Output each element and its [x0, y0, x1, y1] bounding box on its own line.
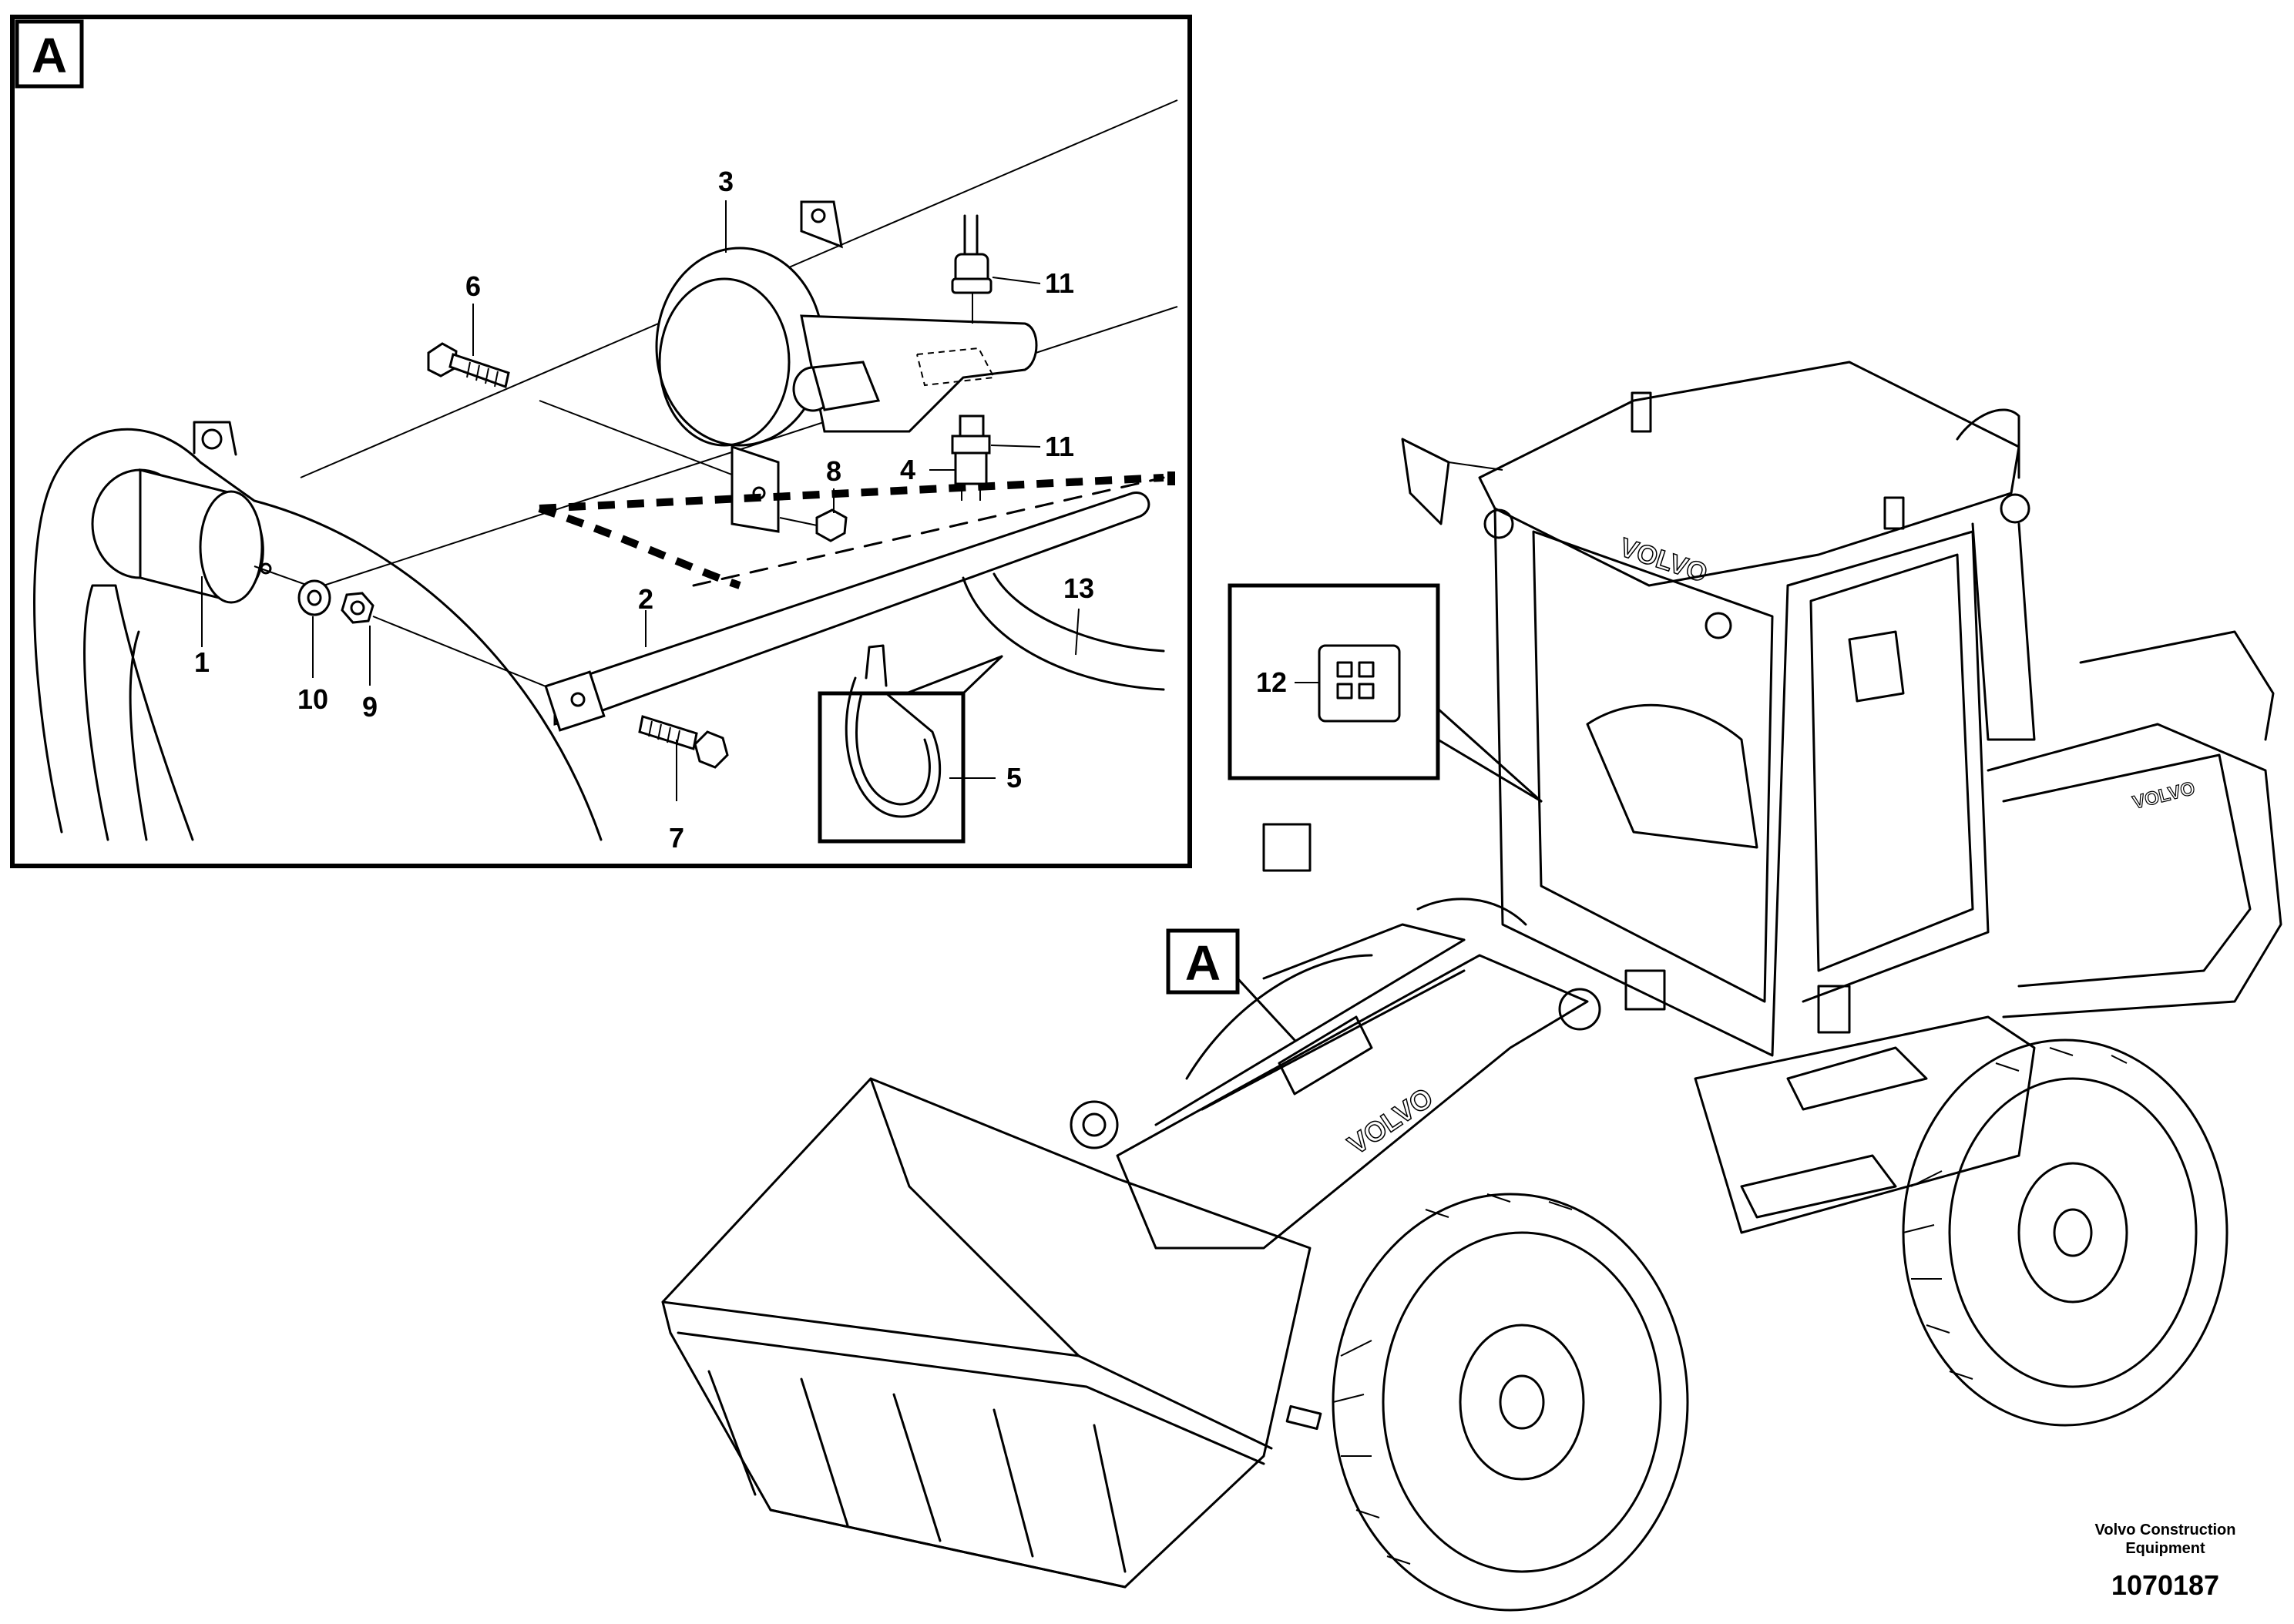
drawing-number: 1070187 — [2111, 1569, 2219, 1601]
footer: Volvo Construction Equipment 1070187 — [2095, 1522, 2236, 1601]
callout-3: 3 — [718, 166, 734, 197]
part-12-connector-detail: 12 — [1228, 583, 1543, 803]
company-line-2: Equipment — [2125, 1540, 2205, 1557]
cab-brand-text: VOLVO — [1617, 532, 1711, 588]
front-wheel — [1332, 1193, 1689, 1612]
callout-7: 7 — [669, 822, 684, 854]
callout-11-lower: 11 — [1045, 431, 1074, 462]
loader-bucket — [661, 1077, 1322, 1589]
part-7-bolt — [638, 715, 729, 769]
callout-1: 1 — [194, 646, 210, 678]
detail-label-box — [15, 19, 84, 89]
boom-lug — [193, 421, 237, 456]
overview-marker-box — [1166, 928, 1240, 995]
callout-12: 12 — [1256, 666, 1287, 698]
detail-label: A — [32, 28, 67, 83]
part-1-pin — [91, 468, 309, 604]
arm-brand-text: VOLVO — [1342, 1082, 1439, 1161]
guide-line-low — [539, 400, 741, 478]
overview-marker-leader — [1236, 977, 1296, 1042]
part-13-cable — [962, 576, 1165, 691]
part-5-cable-tie-detail — [818, 644, 1003, 844]
callout-4: 4 — [900, 454, 915, 485]
overview-marker-label: A — [1185, 935, 1221, 991]
callout-10: 10 — [297, 683, 328, 715]
callout-9: 9 — [362, 691, 378, 723]
part-8-nut — [779, 508, 848, 542]
callout-13: 13 — [1063, 572, 1094, 604]
hood-brand-text: VOLVO — [2131, 778, 2197, 814]
callout-5: 5 — [1006, 762, 1022, 794]
callout-8: 8 — [826, 455, 841, 487]
rear-wheel — [1902, 1038, 2229, 1427]
callout-6: 6 — [465, 270, 481, 302]
part-11-connector-upper — [951, 214, 992, 324]
boom-arm-inner — [83, 584, 194, 841]
boom-lug-hole — [201, 428, 223, 450]
callout-leaders — [201, 200, 1080, 801]
part-13-cable-2 — [992, 572, 1165, 653]
part-9-nut — [341, 592, 374, 624]
callout-2: 2 — [638, 583, 653, 615]
part-6-bolt — [427, 342, 510, 388]
part-2-rod — [538, 471, 1175, 732]
company-line-1: Volvo Construction — [2095, 1522, 2236, 1538]
boom-arm-inner-2 — [129, 630, 148, 841]
part-3-bracket — [655, 200, 1038, 533]
part-4-sensor — [951, 414, 991, 501]
detail-view-a: A — [10, 15, 1192, 868]
callout-11-upper: 11 — [1045, 267, 1074, 299]
detail-frame — [10, 15, 1192, 868]
part-10-washer — [297, 579, 331, 616]
lift-arm: VOLVO — [1070, 823, 1666, 1250]
boom-arm-outline — [33, 428, 603, 841]
loader-cab: VOLVO — [1401, 361, 2036, 1057]
